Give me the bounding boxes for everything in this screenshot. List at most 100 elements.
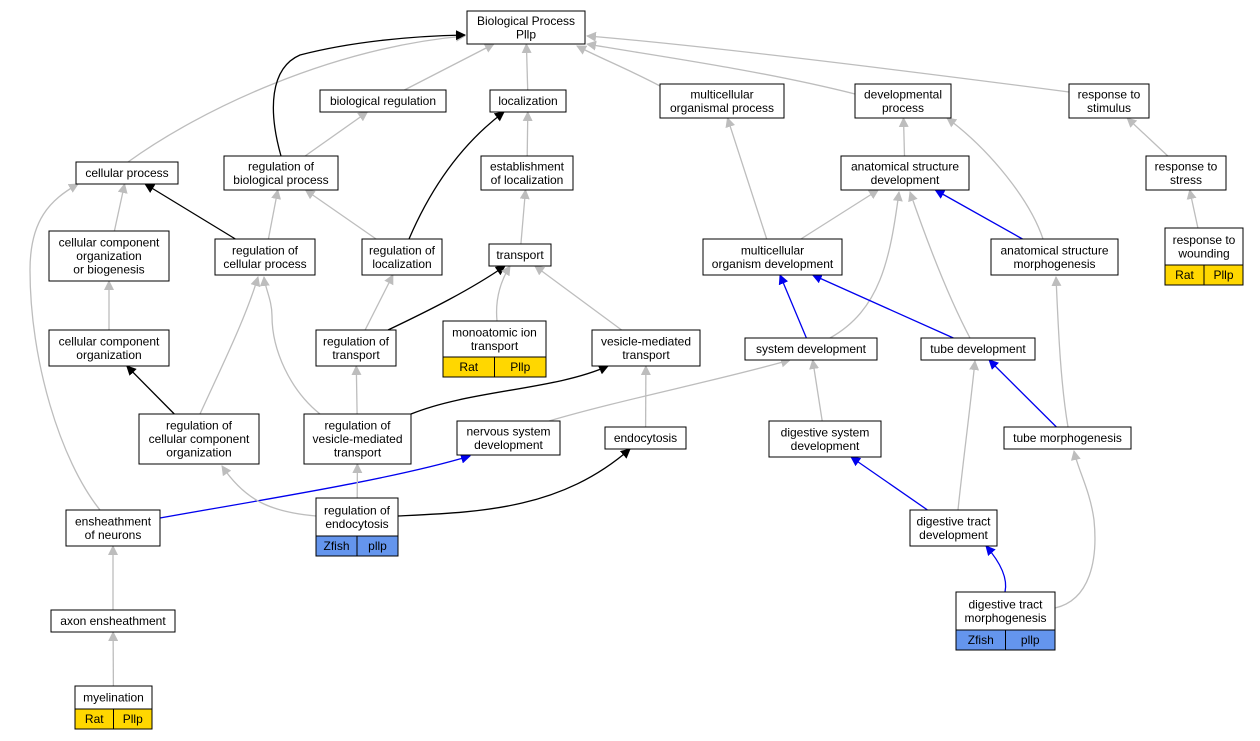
node-box	[315, 329, 397, 367]
node-loc[interactable]: localization	[489, 89, 567, 113]
node-cellproc[interactable]: cellular process	[75, 161, 179, 185]
node-endocyt[interactable]: endocytosis	[604, 426, 687, 450]
node-label: digestive tract	[968, 597, 1043, 611]
node-box	[48, 230, 170, 282]
edge-regcell-to-cellproc	[144, 183, 236, 240]
node-sysdev[interactable]: system development	[744, 337, 878, 361]
edge-regvmt-to-regcell	[259, 276, 321, 415]
node-axonens[interactable]: axon ensheathment	[50, 609, 176, 633]
edge-regendo-to-endocyt	[397, 448, 631, 517]
node-label: biological process	[233, 173, 328, 187]
node-label: monoatomic ion	[452, 325, 537, 339]
edge-transport-to-estloc	[519, 189, 530, 245]
species-badge-label: Rat	[459, 360, 478, 374]
node-box	[1003, 426, 1132, 450]
node-box	[138, 413, 260, 465]
node-box	[75, 161, 179, 185]
species-badge-label: Pllp	[1213, 268, 1233, 282]
edge-ensheath-to-cellproc	[29, 183, 101, 511]
node-box	[744, 337, 878, 361]
edge-regtrans-to-regloc	[364, 274, 394, 331]
species-badge-label: Rat	[85, 712, 104, 726]
edge-vesmed-to-transport	[534, 265, 622, 331]
node-label: regulation of	[324, 503, 391, 517]
node-label: cellular component	[59, 236, 160, 250]
edges-layer	[29, 30, 1199, 687]
species-badge	[494, 356, 547, 378]
edge-asm-to-asd	[934, 189, 1023, 240]
node-box	[591, 329, 701, 367]
edge-loc-to-bp	[521, 43, 532, 91]
node-bioreg[interactable]: biological regulation	[319, 89, 447, 113]
node-box	[702, 238, 843, 276]
node-label: localization	[498, 94, 557, 108]
edge-tubemorph-to-asm	[1051, 276, 1069, 428]
node-box	[303, 413, 412, 465]
edge-tubedev-to-asd	[908, 191, 971, 339]
node-box	[854, 83, 952, 119]
species-badge-label: pllp	[1021, 633, 1040, 647]
node-label: regulation of	[324, 419, 391, 433]
node-tubedev[interactable]: tube development	[920, 337, 1036, 361]
edge-tubemorph-to-tubedev	[988, 359, 1057, 428]
node-label: regulation of	[369, 243, 436, 257]
node-label: response to	[1155, 159, 1218, 173]
node-label: cellular component	[59, 334, 160, 348]
node-box	[480, 155, 574, 191]
edge-regtrans-to-transport	[387, 265, 506, 331]
node-tubemorph[interactable]: tube morphogenesis	[1003, 426, 1132, 450]
edge-ensheath-to-nsd	[159, 453, 471, 519]
edge-regcell-to-regbio	[267, 189, 282, 240]
edge-regloc-to-regbio	[304, 189, 377, 240]
node-label: cellular component	[149, 432, 250, 446]
edge-respstress-to-respstim	[1126, 117, 1169, 157]
edge-mcop-to-bp	[576, 45, 661, 87]
edge-sysdev-to-asd	[829, 191, 903, 339]
node-box	[456, 420, 561, 456]
node-label: system development	[756, 342, 867, 356]
edge-regcco-to-cco	[126, 365, 175, 415]
node-label: myelination	[83, 691, 144, 705]
node-label: process	[882, 101, 924, 115]
node-label: transport	[471, 339, 519, 353]
node-label: organism development	[712, 257, 834, 271]
node-label: developmental	[864, 87, 942, 101]
node-box	[48, 329, 170, 367]
edge-bioreg-to-bp	[404, 43, 495, 91]
edge-estloc-to-loc	[522, 111, 533, 157]
node-label: stress	[1170, 173, 1202, 187]
node-label: endocytosis	[325, 517, 388, 531]
node-box	[990, 238, 1119, 276]
node-transport[interactable]: transport	[488, 243, 552, 267]
node-label: anatomical structure	[851, 159, 959, 173]
